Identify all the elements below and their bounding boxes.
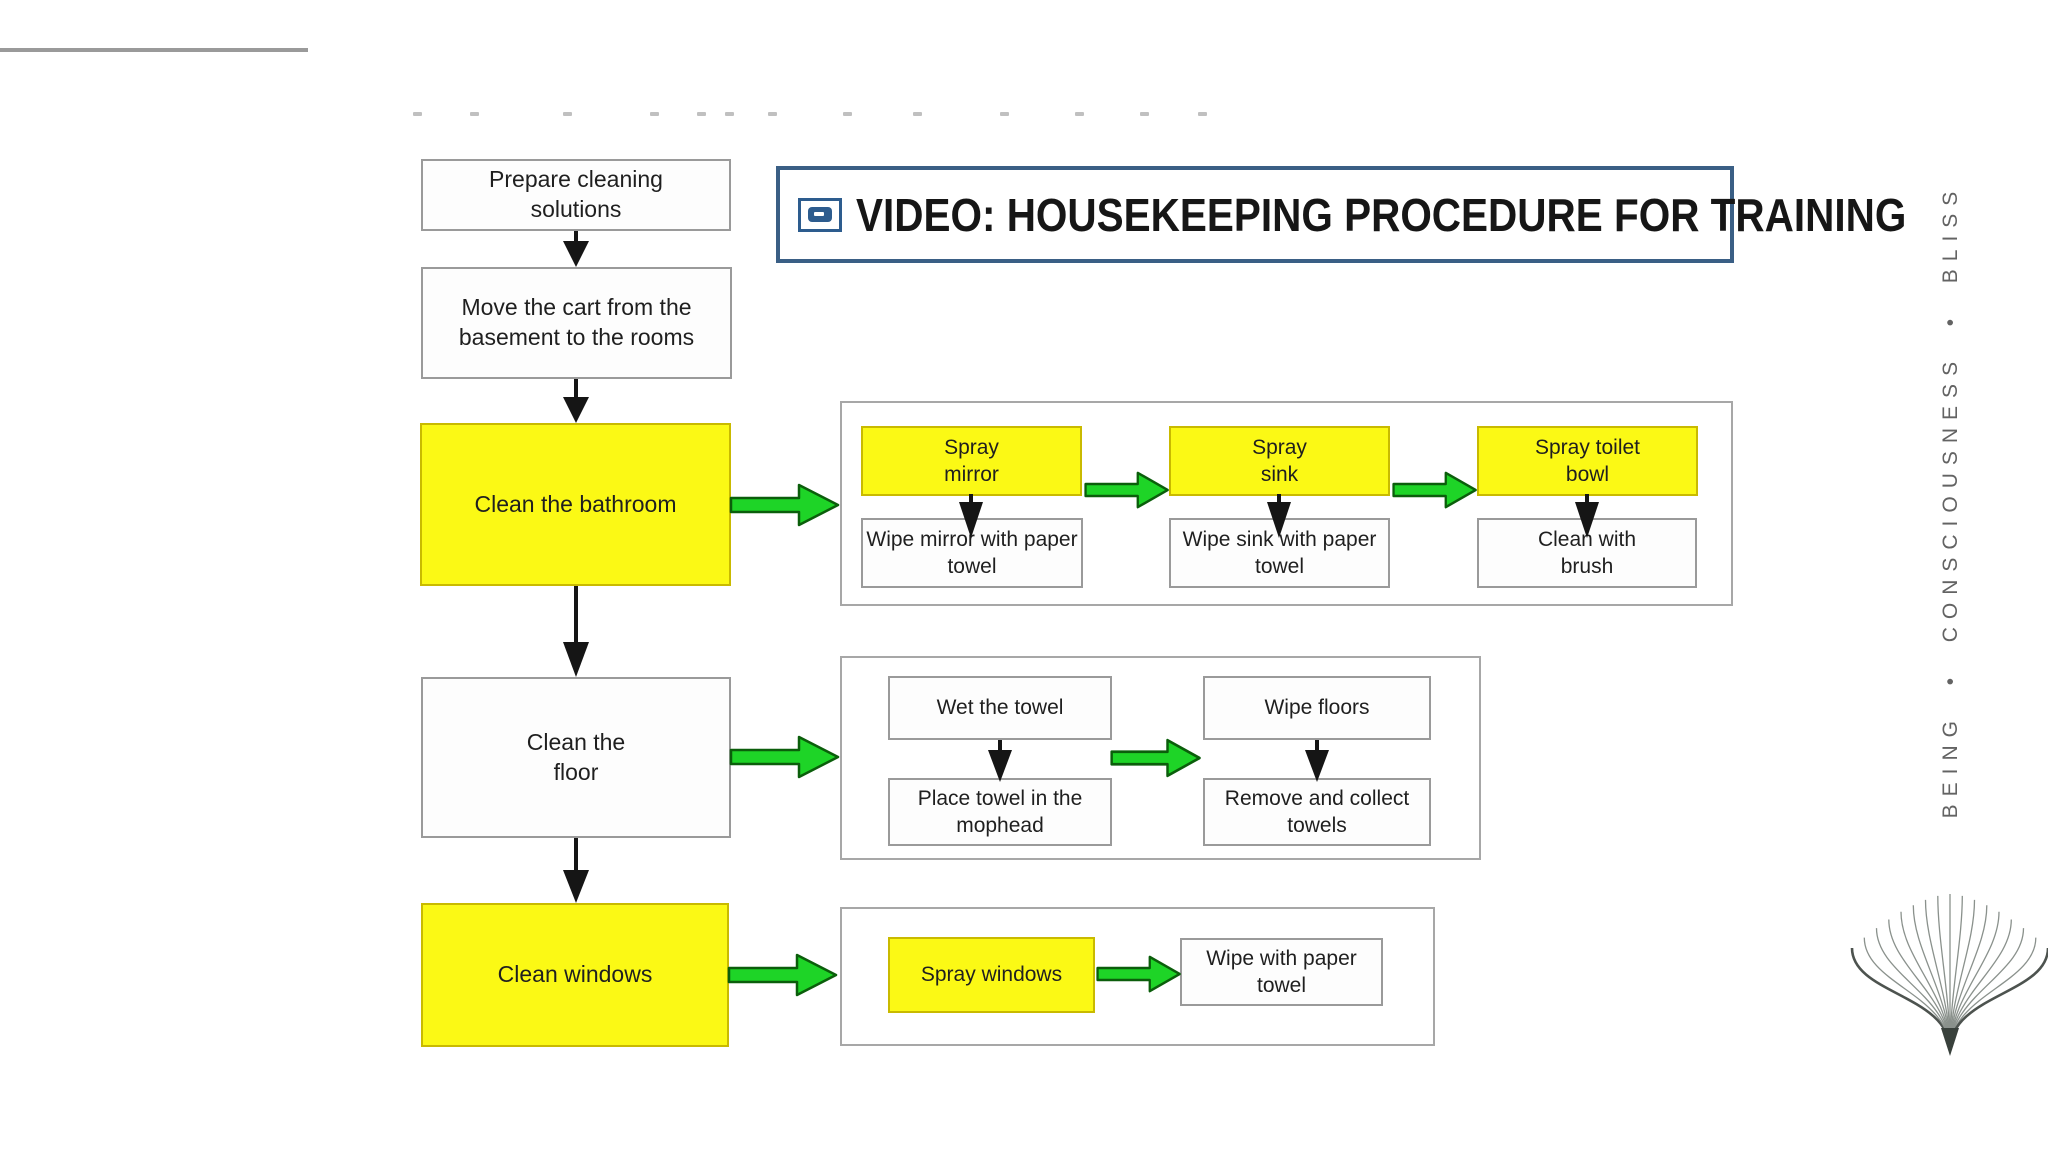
step-label: Clean windows [497,961,653,988]
step-clean-bathroom: Clean the bathroom [420,423,731,586]
windows-substeps-group [840,907,1435,1046]
substep-label: Spray mirror [944,435,999,486]
step-move-cart: Move the cart from the basement to the r… [421,267,732,379]
down-arrow-icon [1575,494,1599,538]
text-artifact-dash [697,112,706,116]
down-arrow-icon [563,586,589,677]
substep-wipe-floors: Wipe floors [1203,676,1431,740]
right-arrow-icon [1110,738,1201,778]
substep-label: Wet the towel [936,696,1064,720]
right-arrow-icon [1084,471,1169,509]
step-prepare-solutions: Prepare cleaning solutions [421,159,731,231]
text-artifact-dash [563,112,572,116]
substep-spray-toilet: Spray toilet bowl [1477,426,1698,496]
down-arrow-icon [563,231,589,267]
substep-spray-mirror: Spray mirror [861,426,1082,496]
right-arrow-icon [729,483,840,527]
substep-label: Wipe mirror with paper towel [866,527,1078,578]
down-arrow-icon [988,740,1012,782]
right-arrow-icon [1392,471,1477,509]
text-artifact-dash [725,112,734,116]
substep-spray-sink: Spray sink [1169,426,1390,496]
fan-rays-logo [1850,894,2048,1056]
substep-label: Wipe sink with paper towel [1182,527,1377,578]
substep-label: Remove and collect towels [1224,786,1410,837]
bathroom-substeps-group [840,401,1733,606]
floor-substeps-group [840,656,1481,860]
text-artifact-dash [650,112,659,116]
video-camera-icon [798,197,842,232]
brand-tagline-vertical: BEING • CONSCIOUSNESS • BLISS [1939,183,1962,819]
down-arrow-icon [1267,494,1291,538]
step-label: Move the cart from the basement to the r… [458,294,695,350]
step-label: Clean the floor [526,728,626,785]
text-artifact-dash [470,112,479,116]
substep-label: Spray windows [920,963,1063,987]
right-arrow-icon [729,735,840,779]
substep-label: Spray sink [1252,435,1307,486]
video-link-banner[interactable]: VIDEO: HOUSEKEEPING PROCEDURE FOR TRAINI… [776,166,1906,263]
text-artifact-dash [1075,112,1084,116]
step-label: Clean the bathroom [474,490,677,517]
down-arrow-icon [563,379,589,423]
substep-label: Place towel in the mophead [917,786,1083,837]
text-artifact-dash [413,112,422,116]
right-arrow-icon [1096,955,1181,993]
substep-label: Clean with brush [1537,527,1637,578]
substep-wet-towel: Wet the towel [888,676,1112,740]
text-artifact-dash [1140,112,1149,116]
right-arrow-icon [727,953,838,997]
step-clean-floor: Clean the floor [421,677,731,838]
down-arrow-icon [959,494,983,538]
text-artifact-dash [1198,112,1207,116]
down-arrow-icon [563,838,589,903]
substep-label: Wipe with paper towel [1206,946,1357,997]
top-left-divider [0,48,308,52]
substep-label: Spray toilet bowl [1534,435,1641,486]
step-label: Prepare cleaning solutions [489,166,663,222]
substep-label: Wipe floors [1264,696,1370,720]
substep-place-towel: Place towel in the mophead [888,778,1112,846]
text-artifact-dash [843,112,852,116]
substep-wipe-windows: Wipe with paper towel [1180,938,1383,1006]
substep-spray-windows: Spray windows [888,937,1095,1013]
substep-wipe-mirror: Wipe mirror with paper towel [861,518,1083,588]
substep-remove-towels: Remove and collect towels [1203,778,1431,846]
step-clean-windows: Clean windows [421,903,729,1047]
text-artifact-dash [768,112,777,116]
video-banner-label: VIDEO: HOUSEKEEPING PROCEDURE FOR TRAINI… [856,188,1907,241]
down-arrow-icon [1305,740,1329,782]
text-artifact-dash [1000,112,1009,116]
text-artifact-dash [913,112,922,116]
